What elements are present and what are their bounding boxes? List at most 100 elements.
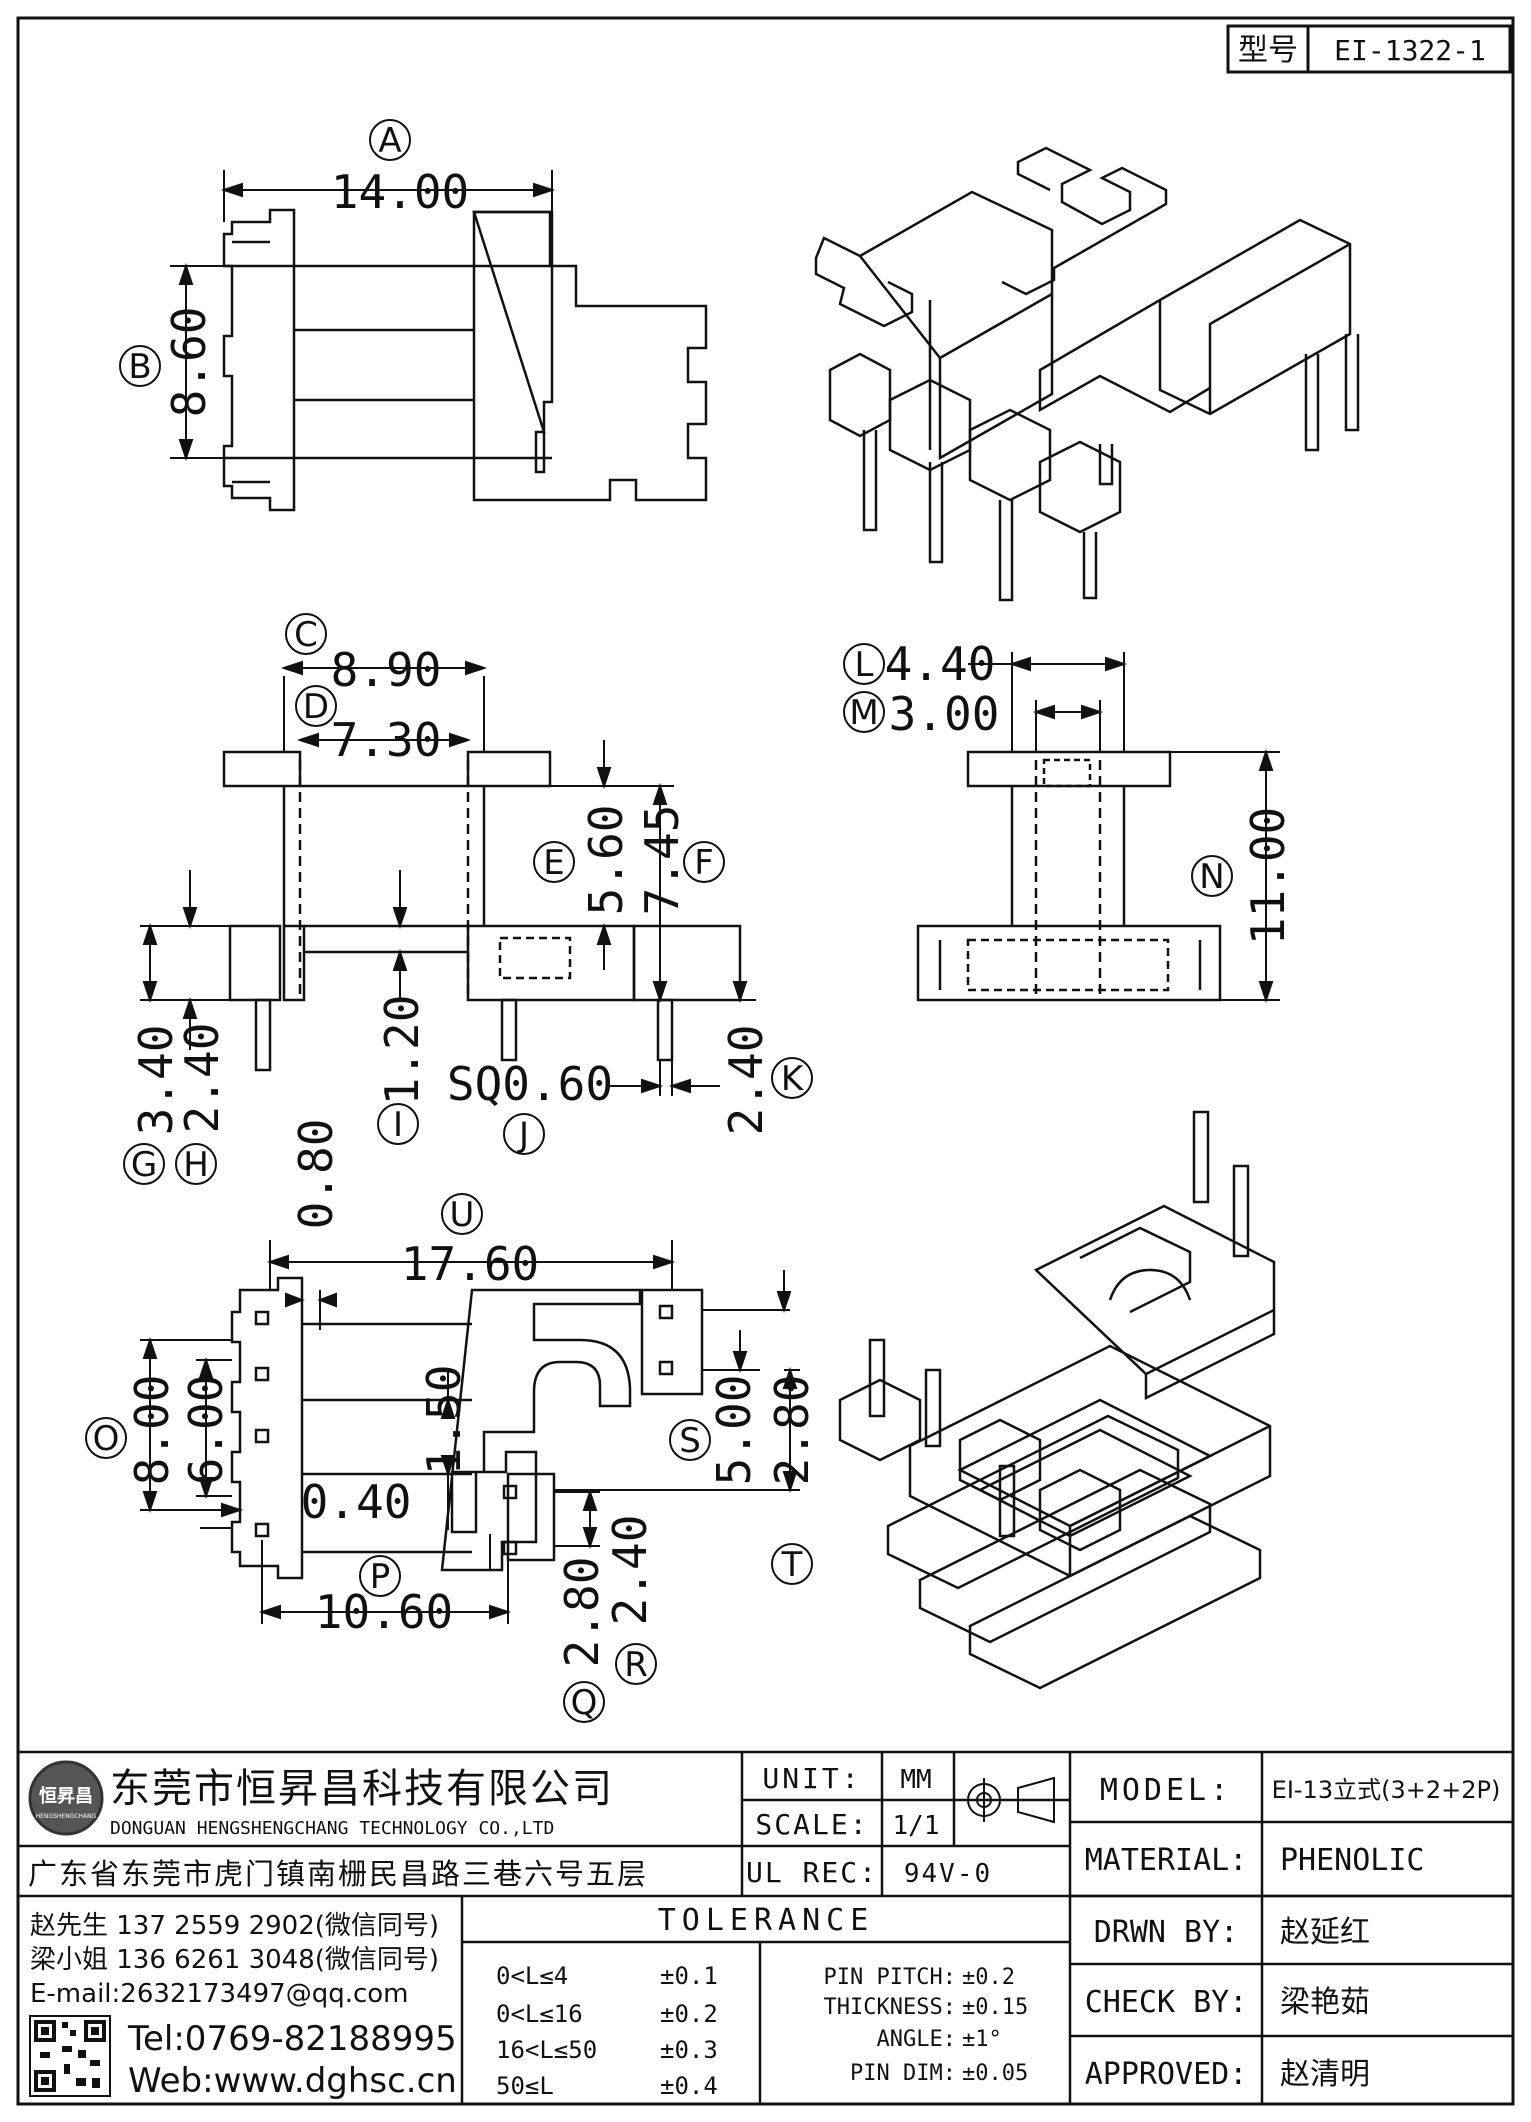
tol-range-0: 0<L≤4 [496, 1962, 568, 1990]
dim-R: R 2.40 [554, 1488, 657, 1685]
contact-tel: Tel:0769-82188995 [127, 2019, 457, 2059]
dim-S-tag: S [679, 1421, 701, 1461]
tol-extra-label-3: PIN DIM: [850, 2061, 956, 2086]
company-name-cn: 东莞市恒昇昌科技有限公司 [110, 1766, 614, 1812]
spec-model-label: MODEL: [1100, 1773, 1232, 1808]
dim-O2-value: 6.00 [179, 1375, 233, 1486]
dim-D-value: 7.30 [331, 713, 442, 767]
dim-S: S 5.00 [669, 1270, 792, 1486]
dim-U2-value: 0.80 [289, 1119, 343, 1230]
tol-extra-value-3: ±0.05 [962, 2061, 1028, 2086]
tol-extra-value-2: ±1° [962, 2027, 1002, 2052]
dim-J: J SQ0.60 [447, 1057, 720, 1155]
tolerance-title: TOLERANCE [658, 1903, 875, 1938]
dim-B: B 8.60 [119, 262, 226, 462]
tol-range-1: 0<L≤16 [496, 2000, 583, 2028]
check-label: CHECK BY: [1085, 1985, 1248, 2020]
contact-1: 赵先生 137 2559 2902(微信同号) [30, 1911, 439, 1941]
dim-U: U 17.60 [266, 1193, 676, 1291]
dim-mid: 1.50 [417, 1365, 471, 1530]
dim-F-tag: F [694, 843, 714, 883]
iso-view-top [814, 146, 1360, 602]
dim-F: F 7.45 [620, 782, 725, 1004]
tol-range-2: 16<L≤50 [496, 2036, 597, 2064]
drwn-value: 赵延红 [1280, 1915, 1370, 1950]
qr-code-icon [29, 2015, 111, 2097]
ulrec-value: 94V-0 [904, 1859, 992, 1889]
dim-P-tag: P [370, 1557, 391, 1597]
dim-Q-value: 2.80 [555, 1557, 609, 1668]
company-name-en: DONGUAN HENGSHENGCHANG TECHNOLOGY CO.,LT… [110, 1818, 554, 1839]
dim-J-tag: J [517, 1115, 529, 1155]
dim-K-value: 2.40 [719, 1025, 773, 1136]
tol-extra-value-1: ±0.15 [962, 1995, 1028, 2020]
title-block [18, 1750, 1513, 2104]
material-value: PHENOLIC [1280, 1843, 1425, 1878]
dim-B-value: 8.60 [162, 307, 216, 418]
dim-L-tag: L [855, 645, 874, 685]
dim-H-value: 2.40 [175, 1023, 229, 1134]
approved-value: 赵清明 [1280, 2057, 1370, 2092]
dim-A-value: 14.00 [331, 165, 469, 219]
dim-O2: 6.00 [179, 1356, 233, 1500]
dim-M-value: 3.00 [889, 687, 1000, 741]
dim-P2-value: 0.40 [301, 1475, 412, 1529]
dim-T: T 2.80 [554, 1366, 819, 1585]
logo-sub: HENGSHENGCHANG [36, 1813, 97, 1820]
check-value: 梁艳茹 [1280, 1985, 1370, 2020]
dim-A: A 14.00 [220, 119, 556, 222]
dim-E: E 5.60 [533, 740, 633, 970]
dim-C: C 8.90 [280, 613, 488, 752]
spec-model-value: EI-13立式(3+2+2P) [1272, 1776, 1501, 1804]
model-code-box: 型号 EI-1322-1 [1226, 24, 1512, 74]
contact-web: Web:www.dghsc.cn [128, 2061, 457, 2101]
dim-U-tag: U [450, 1195, 475, 1235]
dim-U2: 0.80 [285, 1119, 343, 1330]
tol-extra-label-2: ANGLE: [877, 2027, 956, 2052]
dim-T-tag: T [781, 1545, 803, 1585]
unit-value: MM [900, 1765, 931, 1795]
dim-K-tag: K [781, 1059, 805, 1099]
model-code: EI-1322-1 [1334, 34, 1486, 67]
tol-extra-label-1: THICKNESS: [824, 1995, 956, 2020]
bottom-view [230, 1276, 704, 1580]
dim-S-value: 5.00 [707, 1375, 761, 1486]
tol-value-0: ±0.1 [660, 1962, 718, 1990]
dim-J-value: SQ0.60 [447, 1057, 613, 1111]
drwn-label: DRWN BY: [1094, 1915, 1239, 1950]
dim-A-tag: A [378, 121, 401, 161]
tolerance-ranges: 0<L≤4 ±0.1 0<L≤16 ±0.2 16<L≤50 ±0.3 50≤L… [496, 1962, 718, 2100]
iso-view-bottom [838, 1110, 1276, 1690]
dim-I: I 1.20 [375, 870, 429, 1145]
dim-O: O 8.00 [85, 1336, 232, 1514]
dim-E-tag: E [543, 843, 564, 883]
tol-value-2: ±0.3 [660, 2036, 718, 2064]
dim-I-tag: I [393, 1105, 403, 1145]
dim-I-value: 1.20 [375, 995, 429, 1106]
dim-N-value: 11.00 [1241, 807, 1295, 945]
material-label: MATERIAL: [1085, 1843, 1248, 1878]
contact-2: 梁小姐 136 6261 3048(微信同号) [30, 1945, 439, 1975]
tolerance-extra: PIN PITCH: ±0.2 THICKNESS: ±0.15 ANGLE: … [824, 1965, 1029, 2086]
dim-H: H 2.40 [175, 870, 229, 1185]
ulrec-label: UL REC: [746, 1856, 878, 1889]
side-view [916, 750, 1222, 1002]
dim-M: M 3.00 [843, 687, 1104, 752]
contact-email: E-mail:2632173497@qq.com [30, 1979, 409, 2009]
logo-text: 恒昇昌 [39, 1785, 93, 1807]
dim-D-tag: D [303, 687, 329, 727]
dim-L-value: 4.40 [885, 637, 996, 691]
dim-P: P 10.60 [258, 1540, 512, 1639]
dim-H-tag: H [183, 1145, 209, 1185]
dim-E-value: 5.60 [579, 805, 633, 916]
dim-D: D 7.30 [295, 685, 472, 767]
company-logo: 恒昇昌 HENGSHENGCHANG [28, 1760, 104, 1836]
sheet-border [16, 16, 1515, 2106]
model-label: 型号 [1238, 33, 1298, 68]
dim-G: G 3.40 [123, 922, 230, 1185]
dim-N: N 11.00 [1170, 748, 1295, 1004]
dim-F-value: 7.45 [635, 805, 689, 916]
dim-G-tag: G [131, 1145, 157, 1185]
dim-C-value: 8.90 [331, 643, 442, 697]
